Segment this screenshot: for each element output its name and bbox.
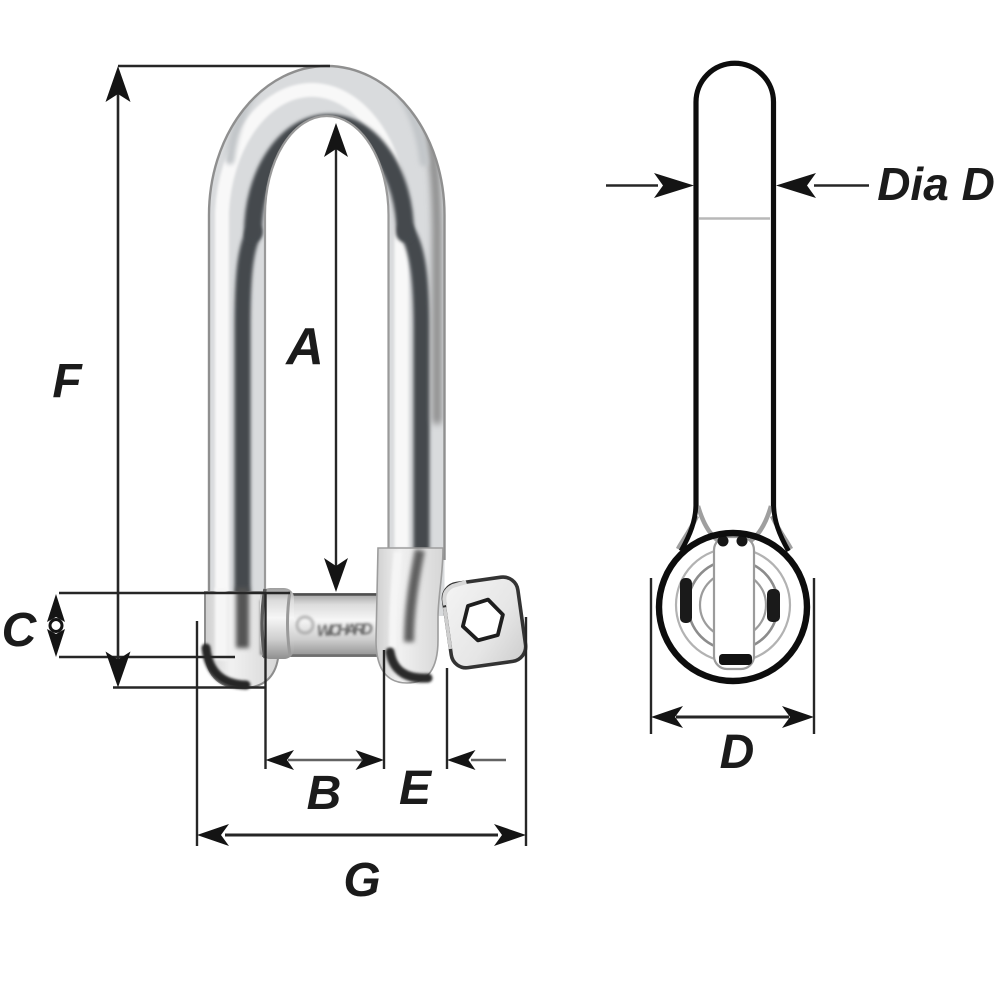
svg-text:B: B (307, 767, 342, 820)
svg-text:F: F (52, 355, 83, 408)
svg-text:G: G (343, 854, 380, 907)
svg-text:WICHARD: WICHARD (317, 621, 374, 640)
svg-text:Dia D: Dia D (877, 158, 995, 210)
svg-text:C: C (2, 604, 38, 657)
svg-text:A: A (284, 318, 324, 376)
svg-text:D: D (720, 726, 755, 779)
svg-text:E: E (399, 762, 433, 815)
